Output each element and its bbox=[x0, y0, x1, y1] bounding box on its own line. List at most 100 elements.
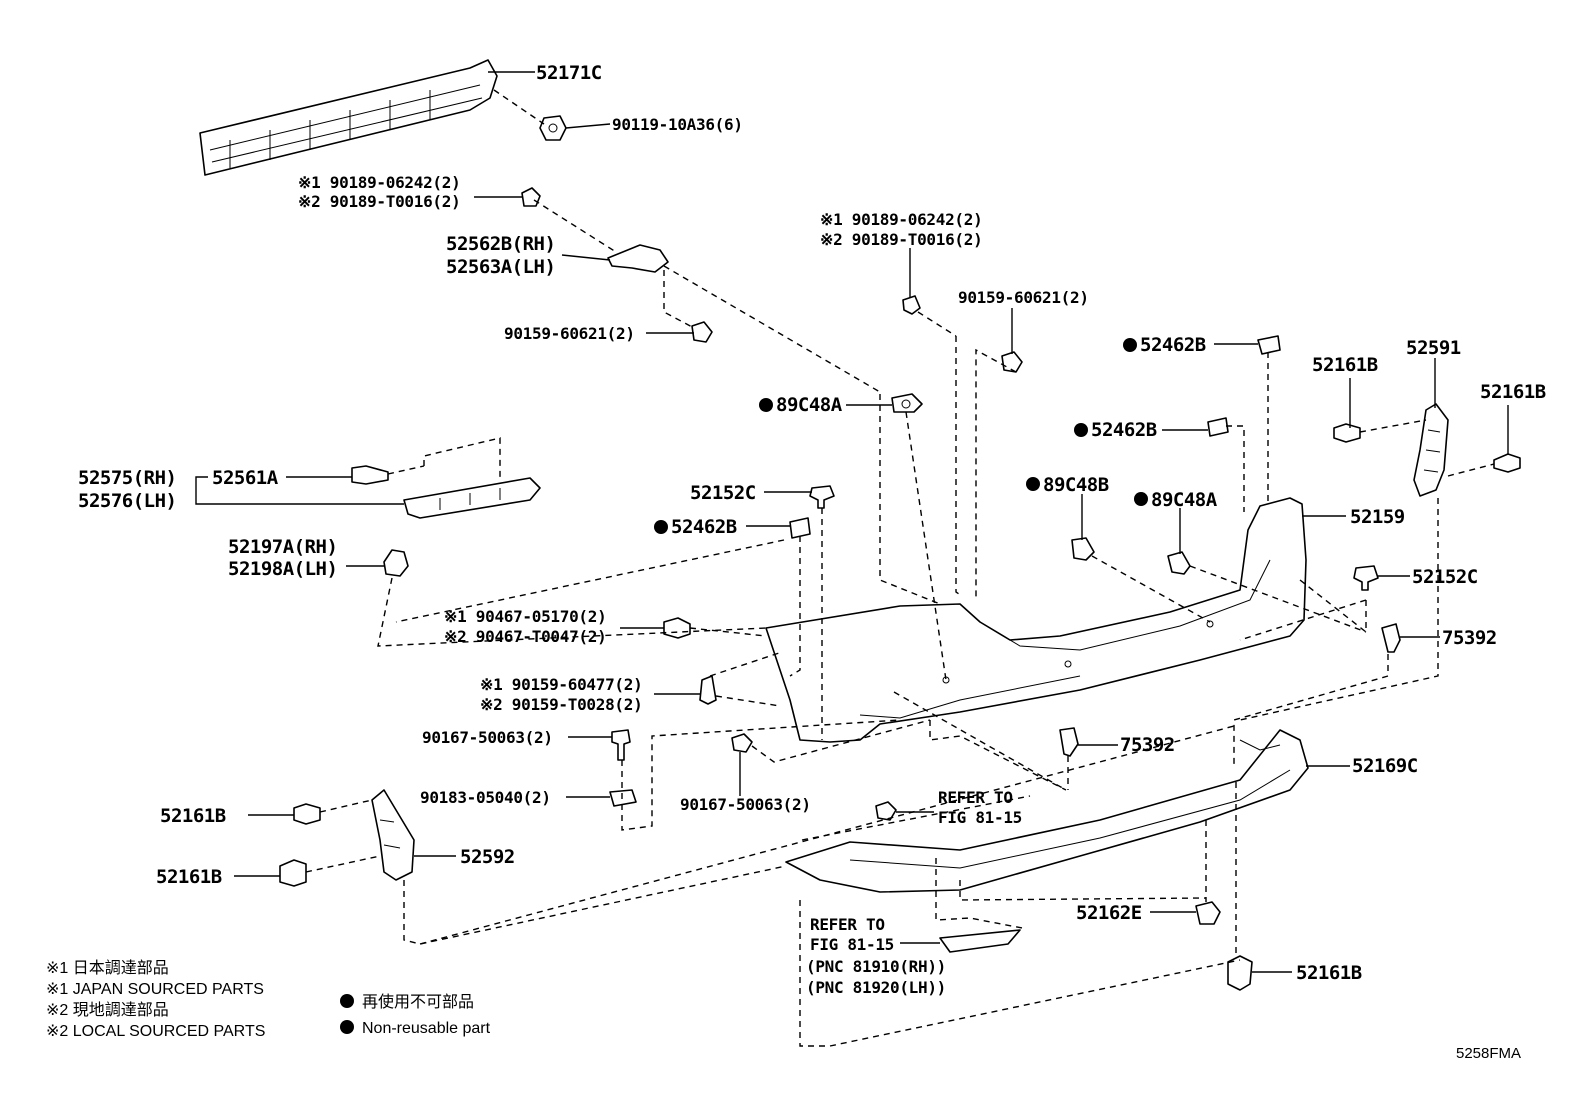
part-52462b-pad-upper bbox=[1257, 335, 1281, 355]
label-refer2-a: REFER TO bbox=[810, 915, 885, 934]
legend-nonreusable-en: Non-reusable part bbox=[362, 1020, 491, 1037]
part-52162e-clip bbox=[1195, 901, 1221, 925]
label-52152c-2: 52152C bbox=[1412, 566, 1478, 588]
part-52161b-clip-5 bbox=[1227, 955, 1253, 991]
label-52592: 52592 bbox=[460, 846, 515, 868]
label-90119: 90119-10A36(6) bbox=[612, 115, 743, 134]
label-refer2-b: FIG 81-15 bbox=[810, 935, 894, 954]
label-52161b-4: 52161B bbox=[156, 866, 222, 888]
part-75392-fastener-2 bbox=[1059, 727, 1079, 757]
label-52161b-3: 52161B bbox=[160, 805, 226, 827]
label-52462b-2: 52462B bbox=[1091, 419, 1157, 441]
label-90167b: 90167-50063(2) bbox=[680, 795, 811, 814]
part-reflector-trim bbox=[939, 929, 1021, 953]
label-52462b-3: 52462B bbox=[671, 516, 737, 538]
label-89c48a-1: 89C48A bbox=[776, 394, 843, 416]
part-90189-clip-upper bbox=[521, 187, 541, 207]
legend-dot-1 bbox=[340, 994, 354, 1008]
label-52563a: 52563A(LH) bbox=[446, 256, 555, 278]
label-90159b: 90159-60621(2) bbox=[958, 288, 1089, 307]
label-89c48b: 89C48B bbox=[1043, 474, 1109, 496]
legend-japan-en: ※1 JAPAN SOURCED PARTS bbox=[46, 981, 264, 998]
part-89c48a-upper bbox=[891, 393, 923, 413]
part-52562b-bracket bbox=[607, 244, 669, 273]
part-90167-bolt-left bbox=[611, 729, 631, 761]
legend-local-jp: ※2 現地調達部品 bbox=[46, 1001, 169, 1019]
label-90159c-2: ※2 90159-T0028(2) bbox=[480, 695, 642, 714]
part-75392-fastener-1 bbox=[1381, 623, 1401, 653]
part-90167-bolt-mid bbox=[731, 733, 753, 753]
legend-nonreusable-jp: 再使用不可部品 bbox=[362, 993, 474, 1011]
part-52592-retainer bbox=[371, 789, 415, 881]
label-52161b-5: 52161B bbox=[1296, 962, 1362, 984]
part-52561a-bolt bbox=[351, 465, 389, 485]
legend: ※1 日本調達部品 ※1 JAPAN SOURCED PARTS ※2 現地調達… bbox=[46, 959, 491, 1040]
label-52162e: 52162E bbox=[1076, 902, 1142, 924]
label-refer2-c: (PNC 81910(RH)) bbox=[806, 957, 946, 976]
label-52161b-1: 52161B bbox=[1312, 354, 1378, 376]
part-52575-bracket bbox=[403, 477, 541, 519]
part-52161b-clip-3 bbox=[293, 803, 321, 825]
legend-japan-jp: ※1 日本調達部品 bbox=[46, 959, 169, 977]
label-52159: 52159 bbox=[1350, 506, 1405, 528]
assembly-dash-lines bbox=[305, 89, 1495, 1047]
part-52462b-pad-left bbox=[789, 517, 811, 539]
part-90467-clip bbox=[663, 617, 691, 639]
label-75392-1: 75392 bbox=[1442, 627, 1497, 649]
label-52169c: 52169C bbox=[1352, 755, 1418, 777]
label-52161b-2: 52161B bbox=[1480, 381, 1546, 403]
part-52169c-lower-cover bbox=[785, 729, 1309, 893]
label-52561a: 52561A bbox=[212, 467, 279, 489]
label-52152c-1: 52152C bbox=[690, 482, 756, 504]
label-90189a-2: ※2 90189-T0016(2) bbox=[298, 192, 460, 211]
label-90467-1: ※1 90467-05170(2) bbox=[444, 607, 606, 626]
part-52462b-pad-mid bbox=[1207, 417, 1229, 437]
label-90159c-1: ※1 90159-60477(2) bbox=[480, 675, 642, 694]
part-52161b-clip-4 bbox=[279, 859, 307, 887]
legend-dot-2 bbox=[340, 1020, 354, 1034]
part-labels: 52171C 90119-10A36(6) ※1 90189-06242(2) … bbox=[78, 62, 1546, 997]
part-90183-nut bbox=[609, 789, 637, 807]
label-90189b-2: ※2 90189-T0016(2) bbox=[820, 230, 982, 249]
part-52161b-clip-1 bbox=[1333, 423, 1361, 443]
part-52152c-pin-2 bbox=[1353, 565, 1379, 591]
part-90119-bolt bbox=[539, 115, 567, 141]
label-89c48a-2: 89C48A bbox=[1151, 489, 1218, 511]
label-90159a: 90159-60621(2) bbox=[504, 324, 635, 343]
label-52562b: 52562B(RH) bbox=[446, 233, 555, 255]
label-90183: 90183-05040(2) bbox=[420, 788, 551, 807]
label-52198a: 52198A(LH) bbox=[228, 558, 337, 580]
label-90167a: 90167-50063(2) bbox=[422, 728, 553, 747]
label-52576: 52576(LH) bbox=[78, 490, 176, 512]
part-52159-bumper-cover bbox=[765, 497, 1307, 743]
figure-code: 5258FMA bbox=[1456, 1045, 1521, 1062]
part-52161b-clip-2 bbox=[1493, 453, 1521, 473]
label-refer1-b: FIG 81-15 bbox=[938, 808, 1022, 827]
part-52197a-clip bbox=[383, 549, 409, 577]
label-52462b-1: 52462B bbox=[1140, 334, 1206, 356]
part-89c48b-bracket bbox=[1071, 537, 1095, 561]
part-90189-clip-mid bbox=[902, 295, 921, 315]
non-reusable-markers bbox=[654, 338, 1148, 534]
label-refer1-a: REFER TO bbox=[938, 788, 1013, 807]
part-89c48a-lower bbox=[1167, 551, 1191, 575]
part-90159-screw-mid bbox=[1001, 351, 1023, 373]
leader-lines bbox=[195, 71, 1509, 973]
label-90189b-1: ※1 90189-06242(2) bbox=[820, 210, 982, 229]
part-52591-retainer bbox=[1413, 403, 1449, 497]
label-52575: 52575(RH) bbox=[78, 467, 176, 489]
part-52171c-reinforcement bbox=[199, 59, 498, 176]
label-52591: 52591 bbox=[1406, 337, 1461, 359]
legend-local-en: ※2 LOCAL SOURCED PARTS bbox=[46, 1023, 265, 1040]
label-52197a: 52197A(RH) bbox=[228, 536, 337, 558]
label-90189a-1: ※1 90189-06242(2) bbox=[298, 173, 460, 192]
label-52171c: 52171C bbox=[536, 62, 602, 84]
label-90467-2: ※2 90467-T0047(2) bbox=[444, 627, 606, 646]
label-refer2-d: (PNC 81920(LH)) bbox=[806, 978, 946, 997]
label-75392-2: 75392 bbox=[1120, 734, 1175, 756]
part-52152c-pin-1 bbox=[809, 485, 835, 509]
part-90159-screw-lower bbox=[699, 675, 717, 705]
part-90167-bolt-lower bbox=[875, 801, 897, 821]
